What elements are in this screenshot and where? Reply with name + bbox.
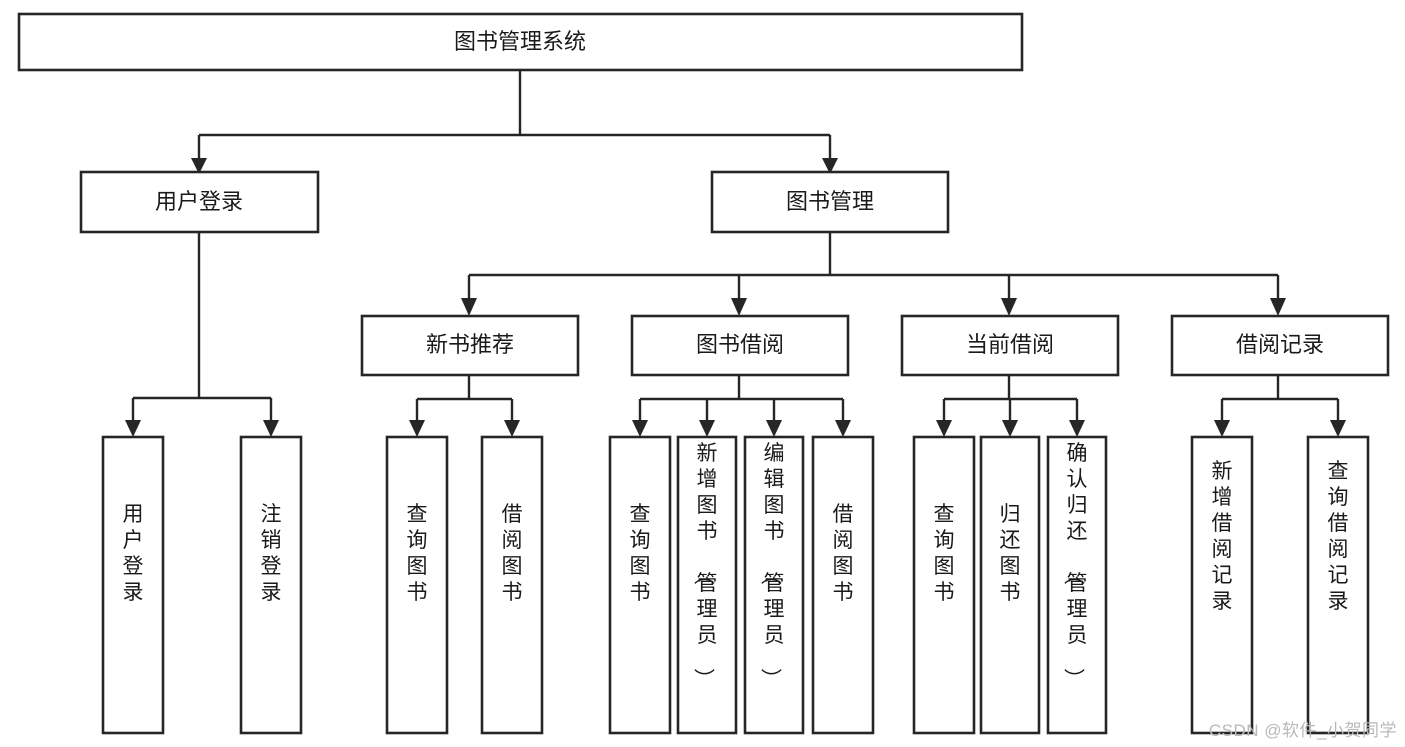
node-leaf-add-book-label: 新增图书（管理员） <box>692 442 718 689</box>
arrowhead-new-book-recommend <box>461 298 477 316</box>
arrowhead-leaf-query-book-2 <box>632 420 648 437</box>
node-user-login-box[interactable] <box>79 170 320 234</box>
arrowhead-book-borrow <box>731 298 747 316</box>
node-leaf-query-record[interactable]: 查询借阅记录 <box>1306 435 1370 735</box>
arrowhead-leaf-add-book <box>699 420 715 437</box>
node-leaf-edit-book-label: 编辑图书（管理员） <box>759 442 785 689</box>
arrowhead-book-management <box>822 158 838 174</box>
node-leaf-add-book-box[interactable] <box>676 435 738 735</box>
node-user-login-label: 用户登录 <box>155 189 243 214</box>
node-leaf-query-record-box[interactable] <box>1306 435 1370 735</box>
node-leaf-query-book-2[interactable]: 查询图书 <box>608 435 672 735</box>
arrowhead-leaf-query-book-3 <box>936 420 952 437</box>
node-borrow-record-label: 借阅记录 <box>1236 332 1324 357</box>
node-current-borrow[interactable]: 当前借阅 <box>900 314 1120 377</box>
arrowhead-leaf-user-login <box>125 420 141 437</box>
node-leaf-query-record-label: 查询借阅记录 <box>1328 460 1349 613</box>
arrowhead-leaf-borrow-book-2 <box>835 420 851 437</box>
node-book-management[interactable]: 图书管理 <box>710 170 950 234</box>
node-leaf-query-book-2-label: 查询图书 <box>630 503 651 604</box>
node-leaf-return-book[interactable]: 归还图书 <box>979 435 1041 735</box>
node-leaf-add-record-box[interactable] <box>1190 435 1254 735</box>
arrowhead-leaf-edit-book <box>766 420 782 437</box>
node-book-management-label: 图书管理 <box>786 189 874 214</box>
node-borrow-record-box[interactable] <box>1170 314 1390 377</box>
node-leaf-user-logout-box[interactable] <box>239 435 303 735</box>
node-leaf-borrow-book-1-label: 借阅图书 <box>502 503 523 604</box>
node-root-label: 图书管理系统 <box>454 29 586 54</box>
node-leaf-return-book-box[interactable] <box>979 435 1041 735</box>
node-current-borrow-label: 当前借阅 <box>966 332 1054 357</box>
node-leaf-add-record[interactable]: 新增借阅记录 <box>1190 435 1254 735</box>
node-leaf-borrow-book-1-box[interactable] <box>480 435 544 735</box>
node-new-book-recommend-label: 新书推荐 <box>426 332 514 357</box>
node-new-book-recommend-box[interactable] <box>360 314 580 377</box>
node-leaf-confirm-return-label: 确认归还（管理员） <box>1062 442 1088 689</box>
node-leaf-user-login-label: 用户登录 <box>123 503 144 604</box>
node-leaf-query-book-1[interactable]: 查询图书 <box>385 435 449 735</box>
node-leaf-user-login[interactable]: 用户登录 <box>101 435 165 735</box>
arrowhead-current-borrow <box>1001 298 1017 316</box>
node-leaf-add-record-label: 新增借阅记录 <box>1212 460 1233 613</box>
node-leaf-return-book-label: 归还图书 <box>1000 503 1021 604</box>
node-leaf-query-book-3-box[interactable] <box>912 435 976 735</box>
node-root[interactable]: 图书管理系统 <box>17 12 1024 72</box>
arrowhead-leaf-query-record <box>1330 420 1346 437</box>
arrowhead-leaf-confirm-return <box>1069 420 1085 437</box>
node-borrow-record[interactable]: 借阅记录 <box>1170 314 1390 377</box>
node-leaf-add-book[interactable]: 新增图书（管理员） <box>676 435 738 735</box>
node-book-borrow[interactable]: 图书借阅 <box>630 314 850 377</box>
node-leaf-query-book-3[interactable]: 查询图书 <box>912 435 976 735</box>
arrowhead-leaf-add-record <box>1214 420 1230 437</box>
arrowhead-user-login <box>191 158 207 174</box>
node-leaf-borrow-book-2[interactable]: 借阅图书 <box>811 435 875 735</box>
node-leaf-borrow-book-2-label: 借阅图书 <box>833 503 854 604</box>
node-leaf-borrow-book-2-box[interactable] <box>811 435 875 735</box>
node-leaf-confirm-return[interactable]: 确认归还（管理员） <box>1046 435 1108 735</box>
node-user-login[interactable]: 用户登录 <box>79 170 320 234</box>
arrowhead-leaf-return-book <box>1002 420 1018 437</box>
node-leaf-edit-book-box[interactable] <box>743 435 805 735</box>
node-book-management-box[interactable] <box>710 170 950 234</box>
node-book-borrow-label: 图书借阅 <box>696 332 784 357</box>
arrowhead-leaf-query-book-1 <box>409 420 425 437</box>
node-book-borrow-box[interactable] <box>630 314 850 377</box>
csdn-watermark: CSDN @软件_小贺同学 <box>1208 721 1397 740</box>
node-leaf-user-logout-label: 注销登录 <box>261 503 282 604</box>
arrowhead-leaf-user-logout <box>263 420 279 437</box>
connector-group <box>125 70 1346 437</box>
node-leaf-query-book-1-label: 查询图书 <box>407 503 428 604</box>
node-leaf-user-logout[interactable]: 注销登录 <box>239 435 303 735</box>
node-leaf-confirm-return-box[interactable] <box>1046 435 1108 735</box>
node-leaf-user-login-box[interactable] <box>101 435 165 735</box>
node-root-box[interactable] <box>17 12 1024 72</box>
arrowhead-leaf-borrow-book-1 <box>504 420 520 437</box>
node-leaf-query-book-2-box[interactable] <box>608 435 672 735</box>
node-current-borrow-box[interactable] <box>900 314 1120 377</box>
node-leaf-edit-book[interactable]: 编辑图书（管理员） <box>743 435 805 735</box>
node-leaf-query-book-1-box[interactable] <box>385 435 449 735</box>
node-leaf-borrow-book-1[interactable]: 借阅图书 <box>480 435 544 735</box>
arrowhead-borrow-record <box>1270 298 1286 316</box>
node-leaf-query-book-3-label: 查询图书 <box>934 503 955 604</box>
node-new-book-recommend[interactable]: 新书推荐 <box>360 314 580 377</box>
